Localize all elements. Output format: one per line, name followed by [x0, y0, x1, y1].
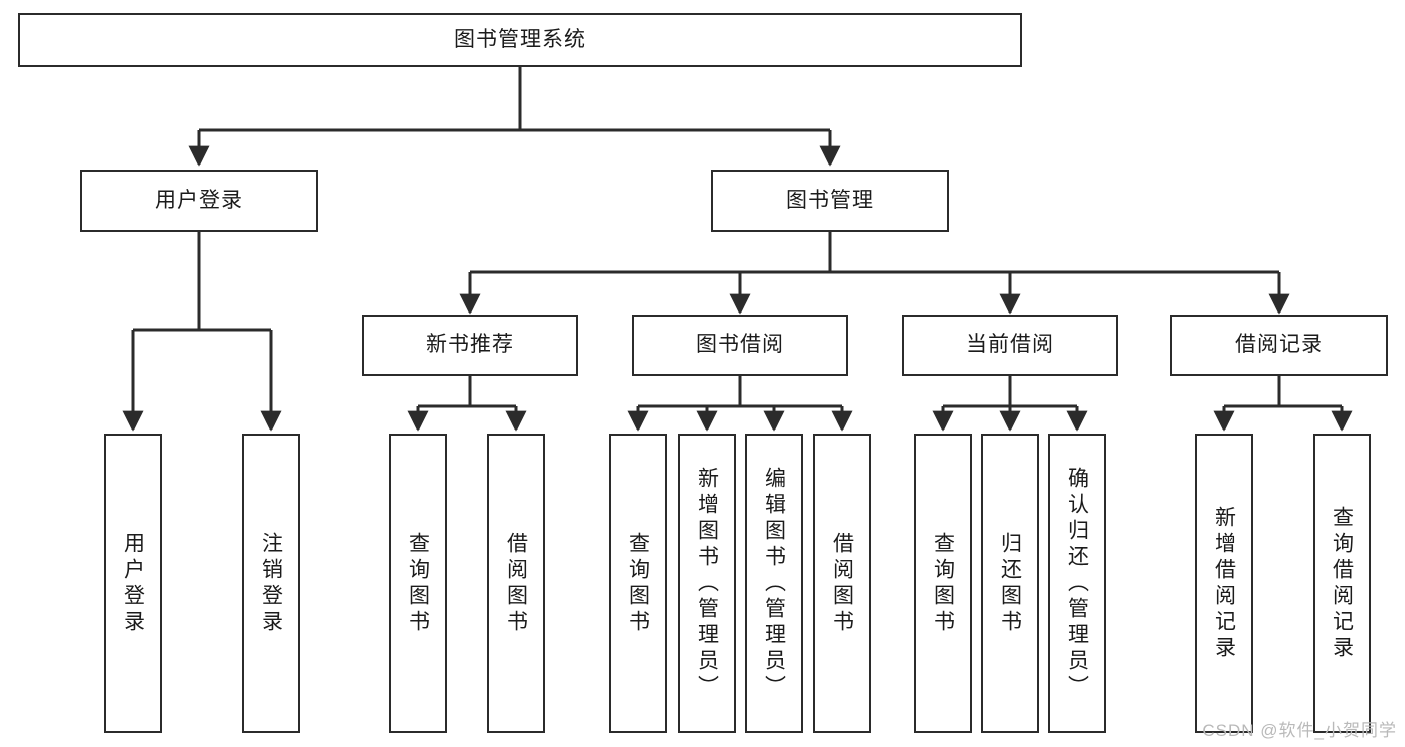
node-root-label: 图书管理系统 [454, 27, 586, 51]
node-user-login-label: 用户登录 [155, 188, 243, 212]
leaf-user-login-label: 用户登录 [121, 531, 145, 636]
leaf-recommend-query-book[interactable]: 查询图书 [389, 434, 447, 733]
leaf-recommend-query-book-label: 查询图书 [406, 531, 430, 636]
leaf-current-query-book-label: 查询图书 [931, 531, 955, 636]
leaf-recommend-borrow-book-label: 借阅图书 [504, 531, 528, 636]
leaf-current-query-book[interactable]: 查询图书 [914, 434, 972, 733]
node-current-borrow[interactable]: 当前借阅 [902, 315, 1118, 376]
leaf-add-borrow-record-label: 新增借阅记录 [1212, 505, 1236, 662]
leaf-recommend-borrow-book[interactable]: 借阅图书 [487, 434, 545, 733]
node-new-book-recommend-label: 新书推荐 [426, 333, 514, 357]
node-current-borrow-label: 当前借阅 [966, 333, 1054, 357]
leaf-edit-book-admin-label: 编辑图书（管理员） [762, 466, 786, 701]
leaf-add-book-admin-label: 新增图书（管理员） [695, 466, 719, 701]
node-borrow-record-label: 借阅记录 [1235, 333, 1323, 357]
node-book-management-label: 图书管理 [786, 188, 874, 212]
node-book-management[interactable]: 图书管理 [711, 170, 949, 232]
leaf-add-borrow-record[interactable]: 新增借阅记录 [1195, 434, 1253, 733]
node-book-borrow-label: 图书借阅 [696, 333, 784, 357]
leaf-borrow-query-book-label: 查询图书 [626, 531, 650, 636]
leaf-user-login[interactable]: 用户登录 [104, 434, 162, 733]
leaf-add-book-admin[interactable]: 新增图书（管理员） [678, 434, 736, 733]
node-borrow-record[interactable]: 借阅记录 [1170, 315, 1388, 376]
node-new-book-recommend[interactable]: 新书推荐 [362, 315, 578, 376]
leaf-borrow-query-book[interactable]: 查询图书 [609, 434, 667, 733]
leaf-return-book[interactable]: 归还图书 [981, 434, 1039, 733]
leaf-borrow-book-label: 借阅图书 [830, 531, 854, 636]
node-book-borrow[interactable]: 图书借阅 [632, 315, 848, 376]
leaf-query-borrow-record[interactable]: 查询借阅记录 [1313, 434, 1371, 733]
leaf-logout[interactable]: 注销登录 [242, 434, 300, 733]
leaf-return-book-label: 归还图书 [998, 531, 1022, 636]
node-root[interactable]: 图书管理系统 [18, 13, 1022, 67]
node-user-login[interactable]: 用户登录 [80, 170, 318, 232]
leaf-borrow-book[interactable]: 借阅图书 [813, 434, 871, 733]
leaf-confirm-return-admin[interactable]: 确认归还（管理员） [1048, 434, 1106, 733]
leaf-query-borrow-record-label: 查询借阅记录 [1330, 505, 1354, 662]
leaf-logout-label: 注销登录 [259, 531, 283, 636]
leaf-confirm-return-admin-label: 确认归还（管理员） [1065, 466, 1089, 701]
leaf-edit-book-admin[interactable]: 编辑图书（管理员） [745, 434, 803, 733]
